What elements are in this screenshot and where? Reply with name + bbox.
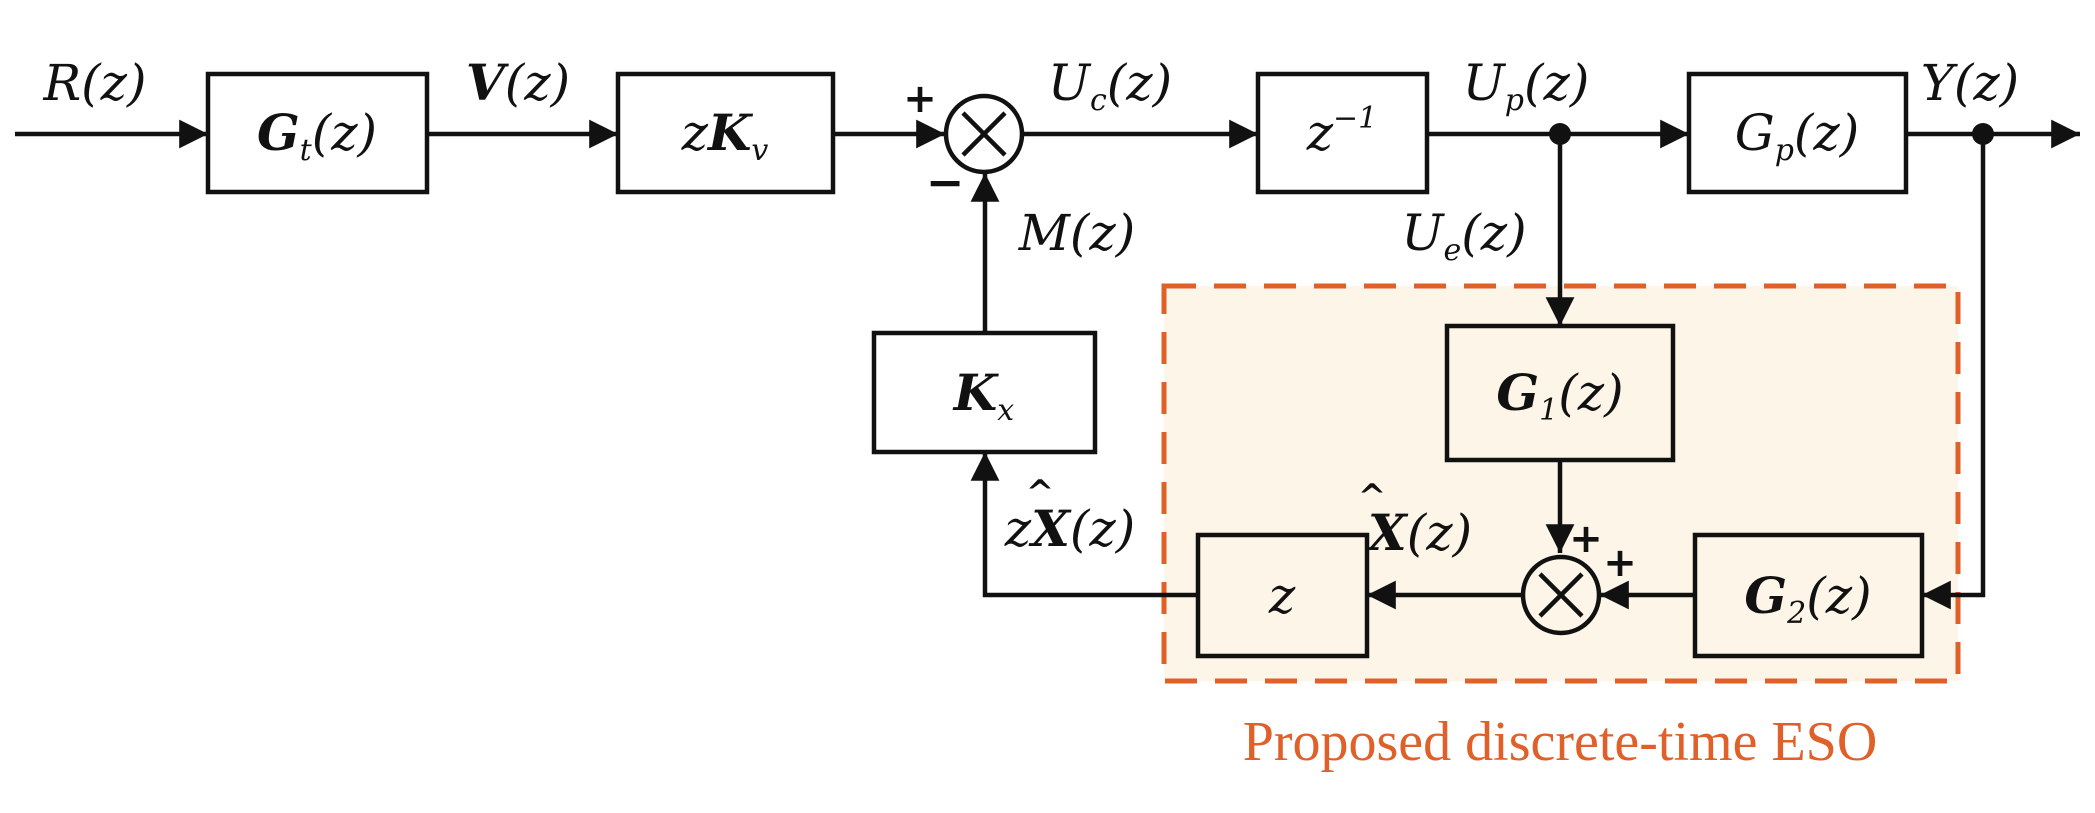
branch-dot-up [1549,123,1571,145]
signal-y: Y(z) [1921,54,2019,112]
summing-junction-main [943,93,1025,175]
signal-m: M(z) [1018,204,1136,262]
signal-wires [15,119,2080,610]
label-z: z [1268,567,1296,625]
wire-y-to-g2 [1922,134,1986,610]
signal-ue: Ue(z) [1401,204,1526,268]
block-g2 [1692,532,1925,659]
eso-region-border [1161,283,1961,684]
block-zkv [615,71,836,195]
block-kx [871,330,1098,455]
label-g1: G1(z) [1496,363,1623,428]
summing-junction-main-cross-b [961,111,1007,157]
branch-dot-y [1972,123,1994,145]
signal-v: V(z) [466,53,570,112]
label-kx: Kx [952,363,1014,428]
eso-caption: Proposed discrete-time ESO [1243,711,1878,773]
signal-zxhat-text: zX(z) [1004,499,1136,558]
signal-xhat: ^ X(z) [1358,477,1472,562]
label-gt: Gt(z) [257,103,377,168]
sign-main-minus: − [926,155,965,209]
label-zkv: zKv [681,103,769,168]
summing-junction-eso [1520,554,1602,636]
block-g1 [1444,323,1676,463]
label-g2: G2(z) [1744,566,1871,631]
signal-zxhat: ^ zX(z) [1004,473,1136,558]
block-gt [205,71,430,195]
wire-z-to-kx [970,452,1198,598]
sign-eso-plus-top: + [1569,516,1603,562]
label-z-inverse: z−1 [1306,101,1378,162]
signal-xhat-text: X(z) [1365,503,1472,562]
signal-up: Up(z) [1463,54,1590,118]
block-z-inverse [1255,71,1430,195]
block-z [1195,532,1370,659]
hat-mark-zxhat: ^ [1026,473,1055,513]
signal-r: R(z) [42,54,146,112]
sign-main-plus: + [903,76,937,122]
block-gp [1686,71,1909,195]
summing-junction-eso-cross-b [1538,572,1584,618]
hat-mark-xhat: ^ [1358,477,1387,517]
signal-uc: Uc(z) [1048,54,1172,118]
label-gp: Gp(z) [1735,104,1860,168]
sign-eso-plus-right: + [1603,540,1637,586]
